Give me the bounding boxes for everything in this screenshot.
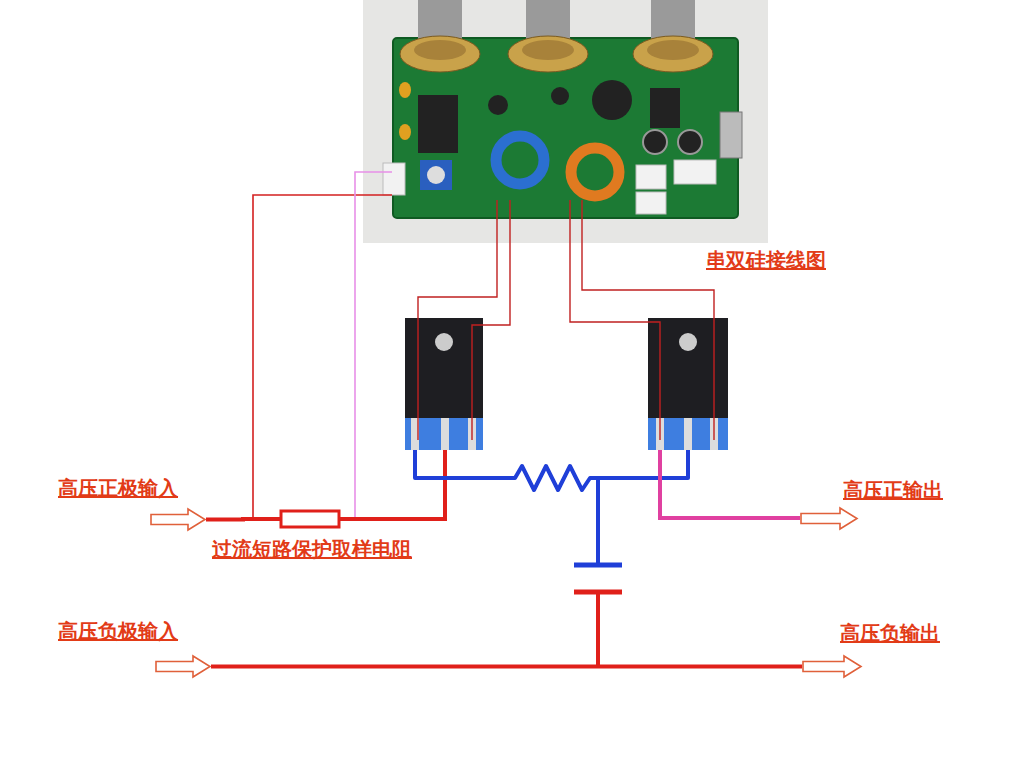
connector — [636, 165, 666, 189]
power-wire — [206, 517, 280, 522]
power-wire — [340, 450, 445, 519]
capacitor-plate — [574, 563, 622, 568]
pot-nut — [647, 40, 699, 60]
capacitor — [488, 95, 508, 115]
hollow-arrow — [801, 508, 857, 529]
node-outline — [802, 655, 862, 678]
photo-ground — [363, 0, 768, 243]
scr-hole — [435, 333, 453, 351]
resistor-symbol — [281, 511, 339, 527]
node-label: 高压正极输入 — [58, 477, 178, 499]
trimmer-knob — [427, 166, 445, 184]
sense-wire — [355, 172, 392, 519]
terminal-arrow: 高压负输出 — [802, 655, 862, 678]
node-outline — [150, 508, 206, 531]
scr-lead — [441, 418, 449, 450]
scr-lead — [684, 418, 692, 450]
potentiometer — [508, 36, 588, 72]
connector — [636, 192, 666, 214]
connector — [674, 160, 716, 184]
capacitor — [643, 130, 667, 154]
hollow-arrow — [151, 509, 205, 530]
power-wire — [211, 665, 802, 669]
terminal-arrow: 高压负极输入 — [155, 655, 211, 678]
capacitor — [678, 130, 702, 154]
gate-wire — [472, 200, 510, 440]
scr-hole — [679, 333, 697, 351]
small-capacitor — [399, 124, 411, 140]
ic-chip — [650, 88, 680, 128]
resistor-box: 过流短路保护取样电阻 — [280, 510, 340, 528]
node-outline — [155, 655, 211, 678]
toroid-coil — [496, 136, 544, 184]
hollow-arrow — [156, 656, 210, 677]
output-wire — [660, 450, 800, 518]
gate-wire — [418, 200, 497, 440]
gate-wire — [570, 200, 660, 440]
node-label: 过流短路保护取样电阻 — [212, 538, 412, 560]
potentiometer — [400, 36, 480, 72]
resistor-wire — [415, 450, 688, 490]
node-outline — [800, 507, 858, 530]
node-label: 高压负极输入 — [58, 620, 178, 642]
node-label: 高压正输出 — [843, 479, 943, 501]
pot-nut — [414, 40, 466, 60]
trimmer — [420, 160, 452, 190]
sense-wire — [253, 195, 392, 519]
toroid-coil — [571, 148, 619, 196]
buzzer — [592, 80, 632, 120]
heatsink — [720, 112, 742, 158]
capacitor-lead — [596, 478, 600, 564]
gate-wire — [582, 200, 714, 440]
capacitor-lead — [596, 592, 600, 666]
terminal-arrow: 高压正输出 — [800, 507, 858, 530]
potentiometer — [633, 36, 713, 72]
small-capacitor — [399, 82, 411, 98]
node-outline — [280, 510, 340, 528]
connector — [383, 163, 405, 195]
terminal-arrow: 高压正极输入 — [150, 508, 206, 531]
ic-chip — [418, 95, 458, 153]
pot-nut — [522, 40, 574, 60]
capacitor — [551, 87, 569, 105]
node-label: 高压负输出 — [840, 622, 940, 644]
hollow-arrow — [803, 656, 861, 677]
diagram-title: 串双硅接线图 — [706, 249, 826, 271]
